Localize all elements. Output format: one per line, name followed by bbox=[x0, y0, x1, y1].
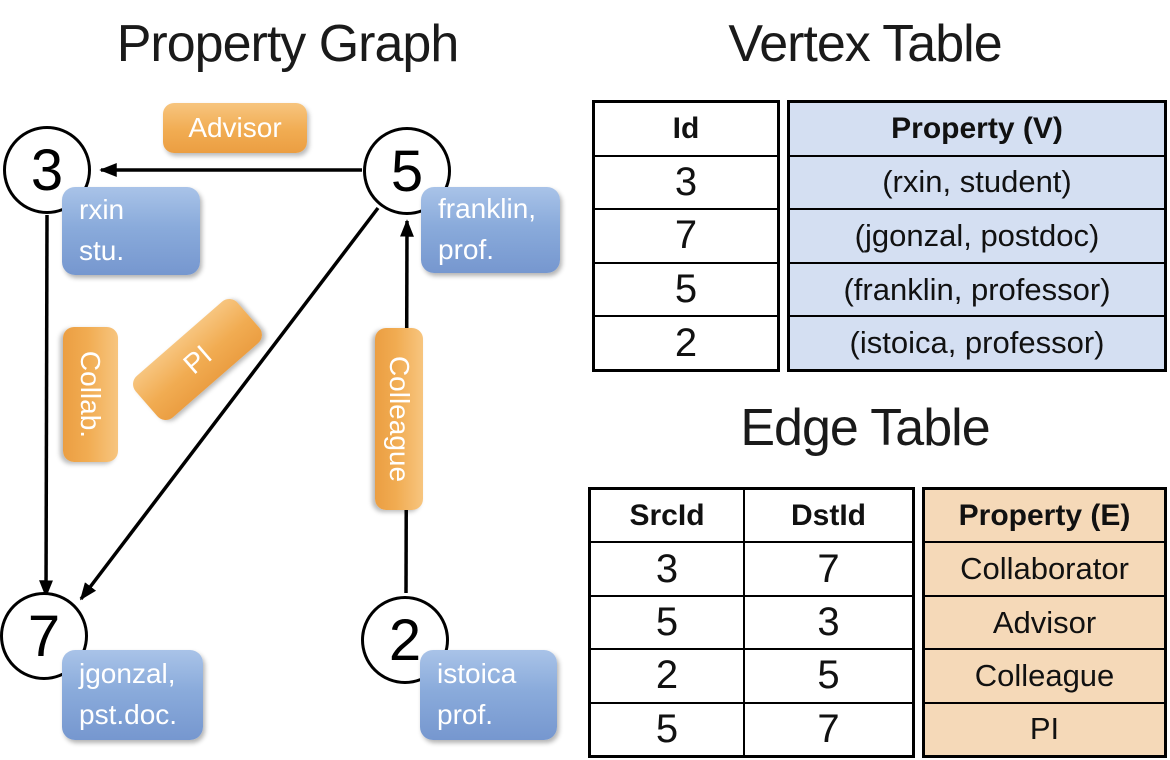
edge-table-cell-property: Advisor bbox=[925, 596, 1164, 649]
vertex-table-cell-id: 3 bbox=[674, 159, 698, 204]
edge-table-cell-property: PI bbox=[925, 703, 1164, 756]
vertex-property-box-franklin: franklin, prof. bbox=[421, 187, 560, 273]
edge-table-id-columns: SrcId DstId 3 7 5 3 2 5 5 7 bbox=[588, 487, 915, 758]
vertex-table-property-column: Property (V) (rxin, student) (jgonzal, p… bbox=[787, 100, 1167, 372]
edge-table: SrcId DstId 3 7 5 3 2 5 5 7 Property (E)… bbox=[588, 487, 1167, 758]
vertex-table-header-id: Id bbox=[672, 111, 700, 145]
property-graph-title: Property Graph bbox=[116, 15, 460, 73]
edge-collab-arrow bbox=[39, 214, 54, 598]
edge-table-cell-srcid: 5 bbox=[655, 706, 679, 751]
edge-table-cell-dstid: 3 bbox=[743, 596, 912, 649]
edge-table-header-srcid: SrcId bbox=[629, 498, 705, 532]
vertex-property-box-istoica: istoica prof. bbox=[420, 650, 557, 740]
vertex-table: Id 3 7 5 2 Property (V) (rxin, student) … bbox=[592, 100, 1167, 372]
vertex-table-header-property: Property (V) bbox=[790, 103, 1164, 155]
vertex-table-title: Vertex Table bbox=[728, 15, 1002, 73]
edge-label-colleague: Colleague bbox=[375, 328, 423, 510]
edge-table-cell-srcid: 5 bbox=[655, 600, 679, 645]
edge-table-cell-srcid: 3 bbox=[655, 546, 679, 591]
edge-label-advisor: Advisor bbox=[163, 103, 307, 153]
vertex-property-box-rxin: rxin stu. bbox=[62, 187, 200, 275]
edge-table-cell-property: Collaborator bbox=[925, 543, 1164, 595]
vertex-property-box-jgonzal: jgonzal, pst.doc. bbox=[62, 650, 203, 740]
edge-label-collab: Collab. bbox=[63, 327, 118, 462]
edge-table-cell-dstid: 5 bbox=[743, 650, 912, 702]
edge-table-cell-dstid: 7 bbox=[743, 703, 912, 756]
edge-pi-arrow bbox=[79, 206, 380, 601]
vertex-table-cell-id: 5 bbox=[674, 267, 698, 312]
edge-table-header-dstid: DstId bbox=[743, 490, 912, 542]
vertex-table-id-column: Id 3 7 5 2 bbox=[592, 100, 780, 372]
vertex-table-cell-property: (istoica, professor) bbox=[790, 317, 1164, 369]
vertex-table-cell-property: (jgonzal, postdoc) bbox=[790, 210, 1164, 262]
graph-node-3: 3 bbox=[3, 126, 91, 214]
vertex-table-cell-property: (franklin, professor) bbox=[790, 263, 1164, 316]
edge-table-property-column: Property (E) Collaborator Advisor Collea… bbox=[922, 487, 1167, 758]
vertex-table-cell-id: 2 bbox=[674, 320, 698, 365]
vertex-table-cell-id: 7 bbox=[674, 213, 698, 258]
edge-table-cell-property: Colleague bbox=[925, 650, 1164, 702]
edge-table-header-property: Property (E) bbox=[925, 490, 1164, 542]
edge-table-cell-srcid: 2 bbox=[655, 653, 679, 698]
vertex-table-cell-property: (rxin, student) bbox=[790, 156, 1164, 209]
edge-table-cell-dstid: 7 bbox=[743, 543, 912, 595]
edge-table-title: Edge Table bbox=[740, 399, 990, 457]
